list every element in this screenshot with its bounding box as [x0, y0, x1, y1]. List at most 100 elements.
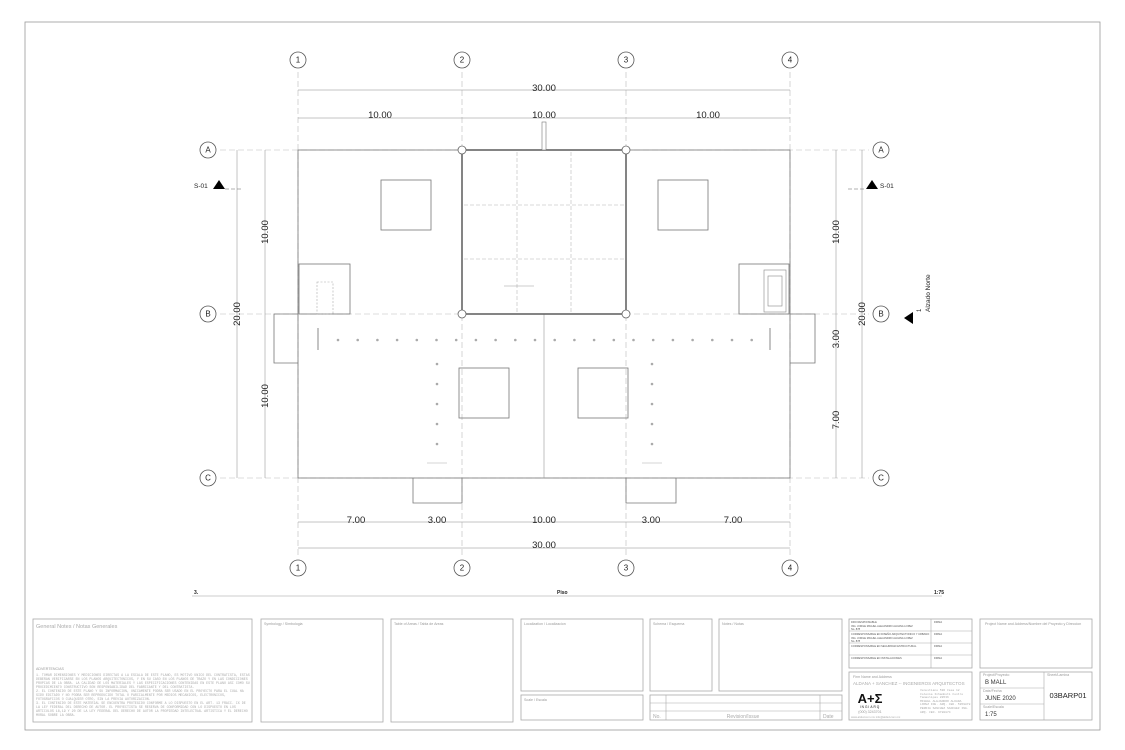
title-block: General Notes / Notas Generales ADVERTEN…	[32, 618, 1093, 723]
svg-text:www.aldsd.com.mx info@aldsd.c: www.aldsd.com.mx info@aldsd.com.mx	[851, 715, 901, 719]
light-fixture-dot	[730, 338, 734, 342]
svg-text:FIRMA: FIRMA	[934, 632, 942, 636]
light-fixture-dot	[671, 338, 675, 342]
dim-right-total: 20.00	[857, 302, 868, 326]
svg-text:Symbology / Simbologia: Symbology / Simbologia	[264, 622, 303, 626]
dim-right-span: 7.00	[831, 411, 842, 430]
light-fixture-dot	[650, 402, 654, 406]
light-fixture-dot	[435, 442, 439, 446]
light-fixture-dot	[632, 338, 635, 342]
elevation-marker[interactable]: 1 Alzado Norte	[904, 274, 932, 324]
dim-top-span: 10.00	[368, 110, 392, 121]
svg-text:Project/Proyecto: Project/Proyecto	[983, 673, 1009, 677]
svg-text:2: 2	[460, 56, 465, 65]
firm-logo: A+Σ INGIARQ	[858, 691, 883, 709]
svg-text:Table of Areas / Tabla de Area: Table of Areas / Tabla de Areas	[394, 622, 444, 626]
dim-bottom-total: 30.00	[532, 540, 556, 551]
dim-left-span: 10.00	[260, 220, 271, 244]
svg-text:1: 1	[917, 308, 923, 312]
dim-left-span: 10.00	[260, 384, 271, 408]
light-fixture-dot	[650, 362, 654, 366]
light-fixture-dot	[435, 422, 439, 426]
light-fixture-dot	[711, 338, 714, 342]
dim-top-span: 10.00	[696, 110, 720, 121]
light-fixture-dot	[356, 338, 360, 342]
svg-text:No.: No.	[653, 714, 661, 720]
grid-bubble-B: B	[199, 305, 217, 323]
svg-text:DRO RESPONSABLE: DRO RESPONSABLE	[851, 620, 877, 624]
section-marker-left[interactable]: S-01	[194, 180, 241, 190]
svg-text:1: 1	[296, 564, 301, 573]
svg-text:No. 878: No. 878	[851, 639, 861, 643]
note-1: 1. TOMAR DIMENSIONES Y MEDICIONES DIRECT…	[36, 673, 250, 689]
general-notes-heading: General Notes / Notas Generales	[36, 624, 118, 630]
svg-text:2: 2	[460, 564, 465, 573]
firm-address: Venustiano 596 Casa 12 Colonia Inhambuti…	[920, 689, 964, 700]
svg-text:CORRESPONSABLE EN INSTALACIONE: CORRESPONSABLE EN INSTALACIONES	[851, 656, 902, 660]
light-fixture-dot	[435, 382, 439, 386]
svg-text:Schema / Esquema: Schema / Esquema	[653, 622, 684, 626]
svg-text:3: 3	[624, 564, 629, 573]
svg-text:No. 878: No. 878	[851, 627, 861, 631]
project-scale: 1:75	[985, 712, 997, 718]
svg-text:B: B	[205, 310, 210, 319]
section-triangle-icon	[866, 180, 878, 189]
svg-text:3.: 3.	[194, 590, 199, 596]
note-2: 2. EL CONTENIDO DE ESTE PLANO Y SU INFOR…	[36, 689, 244, 701]
svg-text:ING. JORGE MIGUEL ALEJANDRO AL: ING. JORGE MIGUEL ALEJANDRO ALDANA LOPEZ	[851, 624, 913, 628]
grid-bubble-4: 4	[781, 51, 799, 69]
project-name: B MALL	[985, 680, 1007, 686]
light-fixture-dot	[650, 422, 654, 426]
svg-text:4: 4	[788, 56, 793, 65]
grid-bubble-3: 3	[617, 51, 635, 69]
light-fixture-dot	[573, 338, 576, 342]
dim-bottom-span: 7.00	[347, 515, 366, 526]
svg-text:Scale / Escala: Scale / Escala	[524, 698, 547, 702]
dim-bottom-span: 3.00	[642, 515, 661, 526]
light-fixture-dot	[435, 338, 438, 342]
svg-text:1:75: 1:75	[934, 590, 944, 596]
svg-text:B: B	[878, 310, 883, 319]
svg-text:CORRESPONSABLE EN DISEÑO ARQUI: CORRESPONSABLE EN DISEÑO ARQUITECTONICO …	[851, 631, 929, 636]
grid-bubble-2: 2	[453, 559, 471, 577]
svg-text:CORRESPONSABLE EN SEGURIDAD ES: CORRESPONSABLE EN SEGURIDAD ESTRUCTURAL	[851, 644, 917, 648]
dim-bottom-span: 3.00	[428, 515, 447, 526]
grid-bubble-B: B	[872, 305, 890, 323]
central-structure	[461, 149, 627, 315]
dimension-labels: 30.00 10.00 10.00 10.00 7.00 3.00 10.00 …	[232, 83, 868, 551]
svg-text:Localization / Localizacion: Localization / Localizacion	[524, 622, 566, 626]
grid-bubble-2: 2	[453, 51, 471, 69]
svg-text:Date/Fecha: Date/Fecha	[983, 689, 1002, 693]
dim-top-span: 10.00	[532, 110, 556, 121]
svg-text:Alzado Norte: Alzado Norte	[925, 274, 932, 312]
light-fixture-dot	[435, 362, 439, 366]
svg-text:Date: Date	[823, 714, 834, 720]
section-marker-right[interactable]: S-01	[848, 180, 894, 190]
floor-plan	[273, 121, 816, 504]
grid-bubble-C: C	[872, 469, 890, 487]
dim-right-span: 10.00	[831, 220, 842, 244]
svg-text:INGIARQ: INGIARQ	[860, 705, 880, 709]
grid-bubble-1: 1	[289, 51, 307, 69]
dim-left-total: 20.00	[232, 302, 243, 326]
svg-text:FIRMA: FIRMA	[934, 644, 942, 648]
svg-text:FIRMA: FIRMA	[934, 656, 942, 660]
svg-text:A: A	[205, 146, 211, 155]
project-date: JUNE 2020	[985, 696, 1016, 702]
firm-people: MIGUEL ALEJANDRO ALDANA LOPEZ ING. ARQ. …	[920, 699, 971, 714]
light-fixture-dot	[650, 382, 654, 386]
svg-text:(000) 3243701: (000) 3243701	[858, 710, 881, 714]
light-fixture-dot	[592, 338, 596, 342]
section-triangle-icon	[213, 180, 225, 189]
svg-text:FIRMA: FIRMA	[934, 620, 942, 624]
dim-bottom-span: 7.00	[724, 515, 743, 526]
svg-text:A+Σ: A+Σ	[858, 691, 883, 706]
light-fixture-dot	[336, 338, 340, 342]
dim-top-total: 30.00	[532, 83, 556, 94]
svg-text:Notes / Notas: Notes / Notas	[722, 622, 744, 626]
svg-text:C: C	[878, 474, 884, 483]
svg-text:S-01: S-01	[194, 183, 208, 190]
elevation-triangle-icon	[904, 312, 913, 324]
svg-text:Sheet/Lamina: Sheet/Lamina	[1047, 673, 1069, 677]
light-fixture-dot	[415, 338, 419, 342]
